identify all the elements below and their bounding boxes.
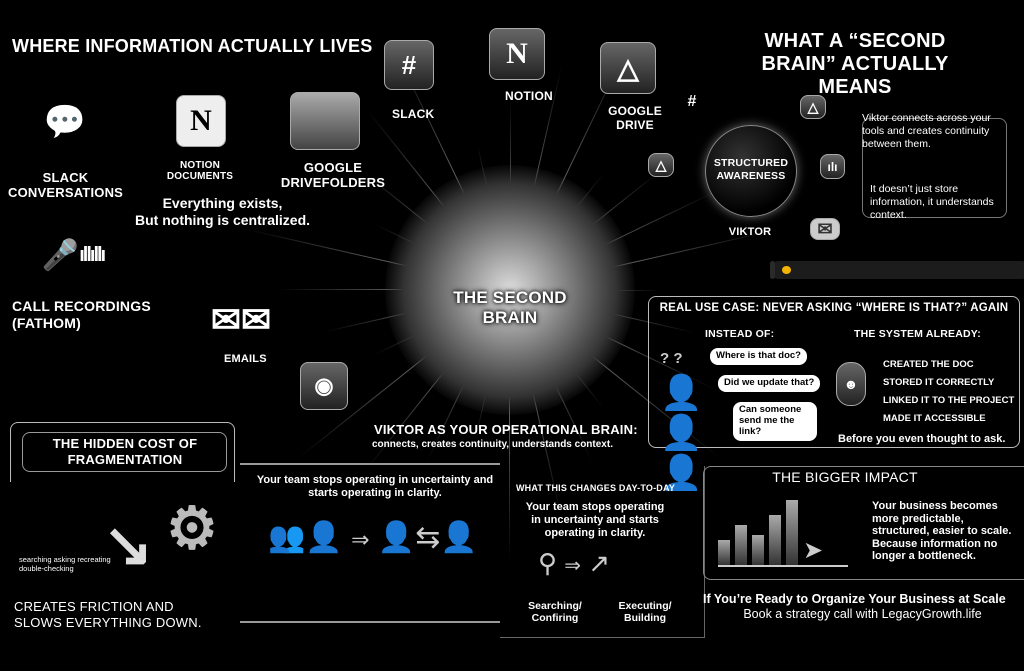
viktor-description-box — [862, 118, 1007, 218]
hidden-cost-outer — [10, 422, 235, 482]
folders-icon — [290, 92, 360, 150]
everything-exists: Everything exists, — [162, 195, 283, 211]
slack-conversations-label: SLACK CONVERSATIONS — [8, 170, 124, 200]
team-illustration: 👥👤 ⇒ 👤⇆👤 — [268, 520, 493, 600]
to-label: Executing/ Building — [618, 600, 672, 624]
nothing-centralized: But nothing is centralized. — [135, 212, 311, 228]
system-item: LINKED IT TO THE PROJECT — [883, 395, 1015, 406]
google-drive-icon: △ — [600, 42, 656, 94]
robot-icon: ☻ — [836, 362, 866, 406]
sphere-label: STRUCTURED AWARENESS — [713, 157, 789, 182]
impact-box — [703, 466, 1024, 580]
camera-icon: ◉ — [300, 362, 348, 410]
everything-exists-text: Everything exists,But nothing is central… — [135, 195, 310, 229]
cta-link[interactable]: Book a strategy call with LegacyGrowth.l… — [743, 607, 982, 621]
drive-small-icon-2: △ — [648, 153, 674, 177]
impact-title: THE BIGGER IMPACT — [772, 469, 918, 485]
bubble-where-is-doc: Where is that doc? — [710, 348, 807, 365]
bubble-send-link: Can someone send me the link? — [733, 402, 817, 441]
slack-small-icon: # — [687, 93, 697, 110]
activities-text: searching asking recreating double-check… — [19, 555, 111, 573]
system-already-label: THE SYSTEM ALREADY: — [854, 328, 981, 340]
notion-documents-label: NOTION DOCUMENTS — [166, 160, 234, 182]
confused-team-icon: 👥👤 — [268, 521, 343, 554]
bar — [752, 535, 764, 565]
emails-label: EMAILS — [224, 353, 267, 365]
bar — [786, 500, 798, 565]
trend-up-icon: ↗ — [588, 548, 611, 578]
from-label: Searching/ Confiring — [528, 600, 582, 624]
rocket-icon: ➤ — [803, 537, 824, 564]
call-recordings-label: CALL RECORDINGS (FATHOM) — [12, 298, 151, 331]
right-title: WHAT A “SECOND BRAIN” ACTUALLY MEANS — [761, 30, 949, 98]
operational-brain-title: VIKTOR AS YOUR OPERATIONAL BRAIN: — [374, 422, 638, 437]
emails-icon: ✉✉ — [210, 299, 272, 340]
arrow-right-icon: ⇒ — [351, 527, 370, 552]
day-to-day-text: Your team stops operating in uncertainty… — [525, 501, 665, 539]
arrow-right-icon: ⇒ — [564, 555, 582, 577]
brain-label: THE SECOND BRAIN — [453, 288, 567, 327]
system-items: CREATED THE DOC STORED IT CORRECTLY LINK… — [883, 356, 1014, 428]
chat-bubbles-icon: 💬 — [43, 103, 87, 141]
viktor-desc-1: Viktor connects across your tools and cr… — [862, 112, 991, 150]
team-text: Your team stops operating in uncertainty… — [256, 474, 494, 499]
notion-label: NOTION — [505, 89, 553, 103]
hidden-cost-title: THE HIDDEN COST OF FRAGMENTATION — [52, 436, 198, 467]
falling-arrow-icon: ↘ — [102, 511, 154, 578]
notion-icon: N — [176, 95, 226, 147]
divider — [240, 621, 500, 623]
bar — [735, 525, 747, 565]
waveform-small-icon: ılı — [820, 154, 845, 179]
day-to-day-box — [500, 466, 705, 638]
bubble-did-we-update: Did we update that? — [718, 375, 821, 392]
use-case-box — [648, 296, 1020, 448]
impact-text: Your business becomes more predictable, … — [872, 500, 1012, 562]
slack-label: SLACK — [392, 107, 435, 121]
operational-brain-subtitle: connects, creates continuity, understand… — [372, 439, 613, 450]
bar — [718, 540, 730, 565]
use-case-footer: Before you even thought to ask. — [838, 433, 1006, 445]
viktor-desc-2: It doesn’t just store information, it un… — [870, 183, 994, 221]
bar — [769, 515, 781, 565]
broken-gear-icon: ⚙ — [166, 495, 218, 561]
mail-small-icon: ✉ — [810, 218, 840, 240]
structured-awareness-sphere — [705, 125, 797, 217]
day-to-day-title: WHAT THIS CHANGES DAY-TO-DAY — [515, 483, 676, 493]
divider — [240, 463, 500, 465]
progress-fill — [770, 261, 776, 279]
cta-title: If You’re Ready to Organize Your Busines… — [703, 592, 1006, 606]
brain-glow — [385, 165, 635, 415]
collaborating-team-icon: 👤⇆👤 — [377, 521, 478, 554]
hidden-cost-title-box — [22, 432, 227, 472]
instead-of-label: INSTEAD OF: — [705, 328, 775, 340]
system-item: MADE IT ACCESSIBLE — [883, 413, 986, 424]
system-item: CREATED THE DOC — [883, 359, 974, 370]
search-to-growth-icons: ⚲ ⇒ ↗ — [538, 548, 610, 579]
progress-bar — [770, 261, 1024, 279]
microphone-waveform-icon: 🎤ıllıllı — [41, 238, 106, 272]
google-drivefolders-label: GOOGLE DRIVEFOLDERS — [280, 160, 386, 190]
notion-tool-icon: N — [489, 28, 545, 80]
drive-small-icon: △ — [800, 95, 826, 119]
slack-icon: # — [384, 40, 434, 90]
confused-people-illustration: ? ?👤👤👤 — [660, 350, 702, 492]
use-case-title: REAL USE CASE: NEVER ASKING “WHERE IS TH… — [652, 302, 1016, 314]
magnifier-icon: ⚲ — [538, 548, 558, 578]
growth-chart-icon: ➤ — [718, 492, 848, 567]
google-drive-label: GOOGLE DRIVE — [608, 104, 662, 132]
viktor-label: VIKTOR — [728, 226, 772, 238]
friction-text: CREATES FRICTION AND SLOWS EVERYTHING DO… — [14, 599, 202, 630]
left-title: WHERE INFORMATION ACTUALLY LIVES — [12, 36, 373, 56]
system-item: STORED IT CORRECTLY — [883, 377, 995, 388]
progress-dot — [782, 266, 791, 274]
